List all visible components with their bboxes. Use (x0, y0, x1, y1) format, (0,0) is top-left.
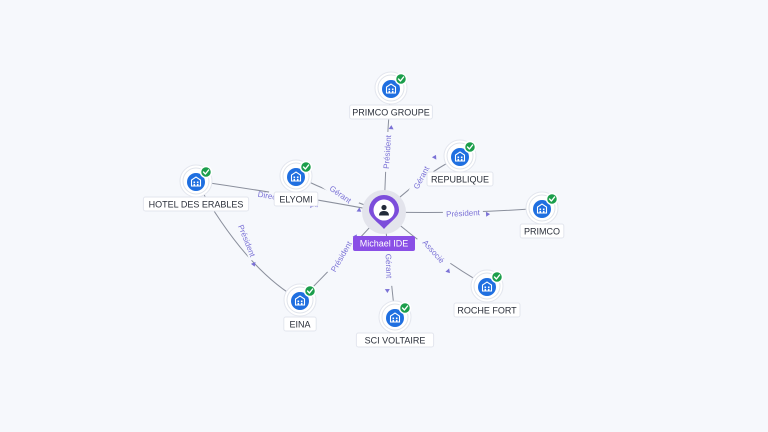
company-icon (382, 80, 400, 98)
edge-arrow-icon (431, 154, 437, 160)
node-label-box (349, 104, 433, 120)
node-label: PRIMCO (524, 227, 560, 237)
node-label: HOTEL DES ERABLES (149, 200, 244, 210)
edge-label: Président (236, 223, 257, 258)
edge-arrow-icon (485, 211, 491, 217)
verified-check-icon (394, 72, 408, 86)
verified-check-icon (398, 301, 412, 315)
node-label: ROCHE FORT (457, 306, 517, 316)
verified-check-icon (545, 192, 559, 206)
edge-label-bg (383, 245, 395, 287)
edge-arrow-icon (388, 125, 394, 130)
edge-label: Président (446, 208, 481, 219)
edge-arrow-icon (445, 268, 450, 274)
verified-check-icon (303, 284, 317, 298)
edge-label-group: Gérant (383, 245, 395, 294)
company-icon (533, 200, 551, 218)
edge-label-group: Président (380, 125, 394, 173)
node-label-box (453, 302, 521, 318)
edge-arrow-icon (250, 261, 256, 267)
center-label: Michael IDE (360, 239, 409, 249)
company-icon (291, 292, 309, 310)
company-icon (287, 168, 305, 186)
node-sci-voltaire[interactable]: SCI VOLTAIRE (355, 300, 435, 348)
edge-label-bg (380, 131, 394, 173)
node-eina[interactable]: EINA (283, 283, 317, 332)
company-icon (451, 148, 469, 166)
node-label-box (355, 332, 435, 348)
node-label: SCI VOLTAIRE (365, 336, 426, 346)
edge-label-bg (326, 236, 356, 277)
node-hotel-des-erables[interactable]: HOTEL DES ERABLES (142, 164, 250, 212)
node-label-box (142, 196, 250, 212)
node-label-box (426, 171, 494, 187)
center-label-box (353, 236, 415, 251)
node-primco-groupe[interactable]: PRIMCO GROUPE (349, 71, 433, 120)
person-icon (379, 204, 389, 216)
edge-label-group: Président (234, 220, 260, 267)
company-icon (478, 278, 496, 296)
edge-label-bg (416, 233, 451, 270)
center-node[interactable]: Michael IDE (353, 190, 415, 251)
nodes-layer: PRIMCO GROUPE REPUBLIQUE PRIMCO ROCHE FORT S… (142, 71, 565, 348)
node-primco[interactable]: PRIMCO (519, 191, 565, 239)
company-icon (187, 173, 205, 191)
node-label-box (519, 223, 565, 239)
edge-label-group: Associé (416, 233, 451, 274)
verified-check-icon (299, 160, 313, 174)
edge-arrow-icon (384, 288, 390, 294)
node-label: EINA (289, 320, 310, 330)
edge-label-group: Gérant (321, 178, 362, 212)
verified-check-icon (490, 270, 504, 284)
edge-label: Gérant (384, 254, 394, 280)
node-roche-fort[interactable]: ROCHE FORT (453, 269, 521, 318)
edge-label-bg (442, 206, 484, 220)
edge-label-group: Président (442, 206, 491, 220)
edge-label-bg (407, 157, 435, 198)
verified-check-icon (463, 140, 477, 154)
node-label: REPUBLIQUE (431, 175, 489, 185)
verified-check-icon (199, 165, 213, 179)
edge-arrow-icon (356, 207, 362, 212)
edge-label: Président (329, 239, 354, 273)
node-label: ELYOMI (279, 195, 312, 205)
node-label: PRIMCO GROUPE (352, 108, 430, 118)
edge-primco: Président (383, 206, 543, 220)
node-elyomi[interactable]: ELYOMI (273, 159, 319, 207)
edge-label: Président (382, 134, 393, 169)
edge-label: Associé (421, 238, 447, 265)
node-label-box (273, 191, 319, 207)
company-icon (386, 309, 404, 327)
edge-label-bg (321, 178, 360, 210)
edges-layer: PrésidentGérantPrésidentAssociéGérantPré… (195, 87, 543, 318)
edge-label-bg (234, 220, 260, 262)
node-republique[interactable]: REPUBLIQUE (426, 139, 494, 187)
node-label-box (283, 316, 317, 332)
